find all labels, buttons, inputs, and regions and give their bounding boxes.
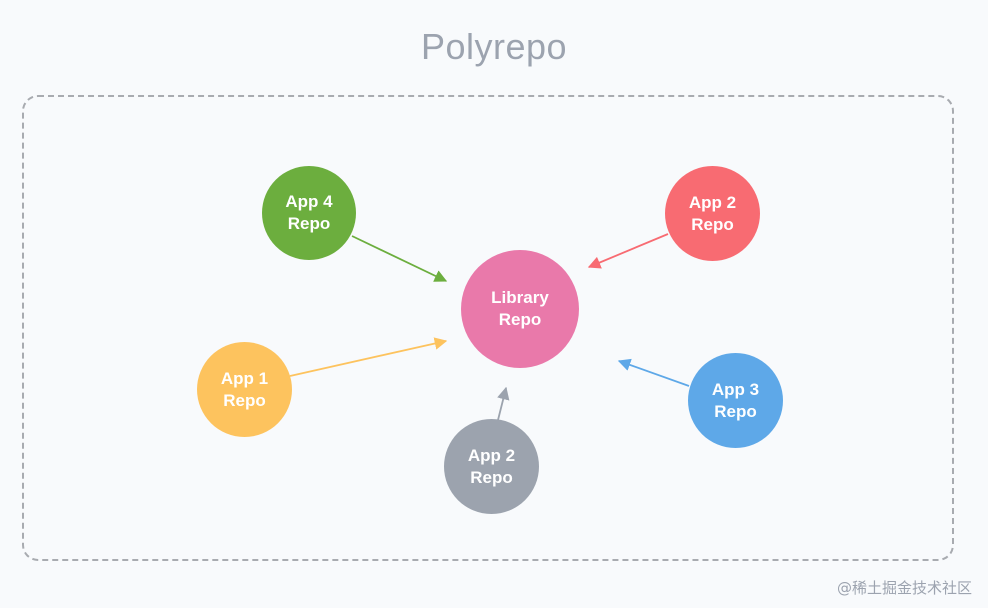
app1-repo-node: App 1 Repo xyxy=(197,342,292,437)
app3-repo-label: App 3 Repo xyxy=(711,379,760,421)
edge-app3-to-library xyxy=(617,358,690,387)
library-repo-node: Library Repo xyxy=(461,250,579,368)
library-repo-label: Library Repo xyxy=(491,288,549,329)
edge-app4-to-library xyxy=(351,235,448,282)
app1-repo-label: App 1 Repo xyxy=(220,368,269,410)
app4-repo-label: App 4 Repo xyxy=(285,192,333,233)
polyrepo-boundary xyxy=(22,95,954,561)
app4-repo-node: App 4 Repo xyxy=(262,166,356,260)
app2-repo-label-top: App 2 Repo xyxy=(688,192,737,234)
watermark-text: @稀土掘金技术社区 xyxy=(836,579,972,597)
app2-repo-label-bottom: App 2 Repo xyxy=(467,445,516,487)
app2-repo-node-top: App 2 Repo xyxy=(665,166,760,261)
edge-app2-top-to-library xyxy=(587,233,669,269)
edge-app1-to-library xyxy=(289,337,448,377)
diagram-title: Polyrepo xyxy=(420,26,568,67)
edge-app2-bottom-to-library xyxy=(497,386,510,421)
app3-repo-node: App 3 Repo xyxy=(688,353,783,448)
app2-repo-node-bottom: App 2 Repo xyxy=(444,419,539,514)
